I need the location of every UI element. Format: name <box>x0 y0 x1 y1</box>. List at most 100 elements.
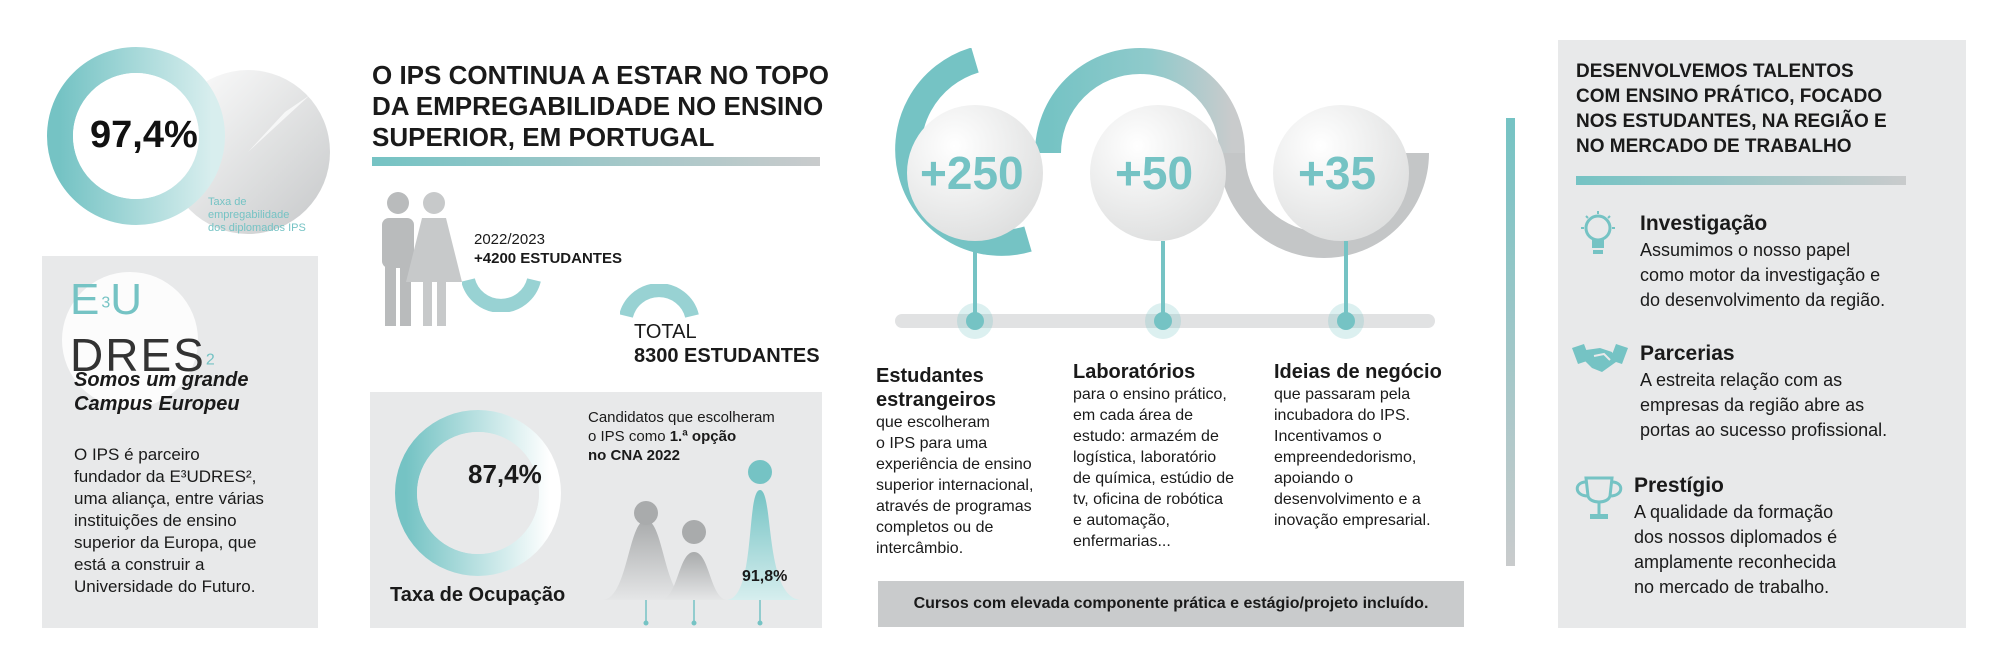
year-stat: 2022/2023 +4200 ESTUDANTES <box>474 230 622 268</box>
logo-u: U <box>110 275 145 324</box>
talents-headline: DESENVOLVEMOS TALENTOS COM ENSINO PRÁTIC… <box>1576 59 1887 159</box>
employability-percentage: 97,4% <box>90 114 198 156</box>
description-line: uma aliança, entre várias <box>74 489 264 508</box>
employability-headline: O IPS CONTINUA A ESTAR NO TOPO DA EMPREG… <box>372 60 829 153</box>
item-text: empreendedorismo, <box>1274 449 1417 466</box>
headline-line: DESENVOLVEMOS TALENTOS <box>1576 61 1854 82</box>
prestige-item: Prestígio A qualidade da formação dos no… <box>1634 474 1837 600</box>
item-text: que escolheram <box>876 414 990 431</box>
item-text: logística, laboratório <box>1073 449 1217 466</box>
description-line: Universidade do Futuro. <box>74 577 256 596</box>
item-text: em cada área de <box>1073 407 1194 424</box>
item-text: de química, estúdio de <box>1073 470 1234 487</box>
item-text: A estreita relação com as <box>1640 370 1843 390</box>
bubble-value-2: +50 <box>1115 147 1194 199</box>
headline-line: DA EMPREGABILIDADE NO ENSINO <box>372 91 824 121</box>
first-choice-caption: Candidatos que escolheram o IPS como 1.ª… <box>588 408 775 465</box>
first-choice-percentage: 91,8% <box>742 568 788 585</box>
item-title: Estudantes <box>876 365 984 387</box>
logo-dres: DRES <box>70 329 206 381</box>
caption-bold: 1.ª opção <box>669 428 737 445</box>
arc-decoration <box>620 284 699 319</box>
item-text: Incentivamos o <box>1274 428 1382 445</box>
research-item: Investigação Assumimos o nosso papel com… <box>1640 212 1885 313</box>
item-text: Assumimos o nosso papel <box>1640 240 1851 260</box>
bubbles-wave <box>895 48 1435 339</box>
caption-text: o IPS como <box>588 428 670 445</box>
item-text: superior internacional, <box>876 477 1034 494</box>
tagline: Somos um grande Campus Europeu <box>74 368 248 416</box>
item-title: Laboratórios <box>1073 361 1196 383</box>
description-line: fundador da E³UDRES², <box>74 467 257 486</box>
partnerships-item: Parcerias A estreita relação com as empr… <box>1640 342 1887 443</box>
logo-dres-sup: 2 <box>205 351 215 369</box>
handshake-icon <box>1572 344 1628 372</box>
item-text: inovação empresarial. <box>1274 512 1431 529</box>
description-line: superior da Europa, que <box>74 533 257 552</box>
item-text: desenvolvimento e a <box>1274 491 1421 508</box>
item-text: tv, oficina de robótica <box>1073 491 1224 508</box>
item-text: como motor da investigação e <box>1640 265 1881 285</box>
headline-line: O IPS CONTINUA A ESTAR NO TOPO <box>372 60 829 90</box>
item-title: Investigação <box>1640 212 1768 235</box>
item-text: no mercado de trabalho. <box>1634 577 1830 597</box>
item-text: experiência de ensino <box>876 456 1032 473</box>
new-students: +4200 ESTUDANTES <box>474 250 622 267</box>
caption-line: empregabilidade <box>208 209 290 221</box>
headline-underline <box>372 157 820 166</box>
logo-e-sup: 3 <box>101 294 111 312</box>
vertical-divider <box>1506 118 1515 566</box>
item-text: que passaram pela <box>1274 386 1411 403</box>
item-text: do desenvolvimento da região. <box>1640 290 1886 310</box>
occupation-label: Taxa de Ocupação <box>390 584 566 606</box>
item-text: amplamente reconhecida <box>1634 552 1837 572</box>
caption-line: no CNA 2022 <box>588 447 680 464</box>
headline-line: NO MERCADO DE TRABALHO <box>1576 136 1852 157</box>
occupation-percentage: 87,4% <box>468 459 542 489</box>
practical-courses-banner: Cursos com elevada componente prática e … <box>878 581 1464 627</box>
eudres-description: O IPS é parceiro fundador da E³UDRES², u… <box>74 444 264 598</box>
banner-text: Cursos com elevada componente prática e … <box>913 595 1429 612</box>
headline-line: NOS ESTUDANTES, NA REGIÃO E <box>1576 111 1887 132</box>
item-text: e automação, <box>1073 512 1170 529</box>
international-students-item: Estudantes estrangeiros que escolheram o… <box>876 364 1033 559</box>
item-text: enfermarias... <box>1073 533 1171 550</box>
occupation-donut <box>395 410 561 576</box>
talents-panel <box>1558 40 1966 628</box>
caption-line: o IPS como 1.ª opção <box>588 427 775 446</box>
item-text: para o ensino prático, <box>1073 386 1227 403</box>
business-ideas-item: Ideias de negócio que passaram pela incu… <box>1274 360 1442 531</box>
tagline-line: Campus Europeu <box>74 393 240 415</box>
item-text: dos nossos diplomados é <box>1634 527 1838 547</box>
lightbulb-icon <box>1581 211 1615 254</box>
laboratories-item: Laboratórios para o ensino prático, em c… <box>1073 360 1234 552</box>
first-choice-bell-chart <box>602 460 802 626</box>
employability-donut <box>47 47 330 234</box>
total-value: 8300 ESTUDANTES <box>634 345 820 367</box>
trophy-icon <box>1575 476 1623 519</box>
item-title: Ideias de negócio <box>1274 361 1442 383</box>
total-label: TOTAL <box>634 321 697 343</box>
item-title: Parcerias <box>1640 342 1735 365</box>
logo-circle <box>62 272 198 408</box>
item-text: portas ao sucesso profissional. <box>1640 420 1888 440</box>
item-text: incubadora do IPS. <box>1274 407 1411 424</box>
item-text: intercâmbio. <box>876 540 964 557</box>
item-title: Prestígio <box>1634 474 1724 497</box>
item-text: o IPS para uma <box>876 435 988 452</box>
bubble-value-1: +250 <box>920 147 1024 199</box>
item-title: estrangeiros <box>876 389 997 411</box>
item-text: empresas da região abre as <box>1640 395 1865 415</box>
headline-line: SUPERIOR, EM PORTUGAL <box>372 122 715 152</box>
bubble-value-3: +35 <box>1298 147 1377 199</box>
eudres-logo: E3U DRES2 <box>70 278 215 390</box>
caption-line: dos diplomados IPS <box>208 222 306 234</box>
item-text: através de programas <box>876 498 1032 515</box>
logo-e: E <box>70 275 102 324</box>
caption-line: Taxa de <box>208 196 247 208</box>
description-line: instituições de ensino <box>74 511 237 530</box>
employability-caption: Taxa de empregabilidade dos diplomados I… <box>208 196 306 235</box>
item-text: A qualidade da formação <box>1634 502 1834 522</box>
tagline-line: Somos um grande <box>74 369 249 391</box>
students-people-icon <box>382 192 462 326</box>
